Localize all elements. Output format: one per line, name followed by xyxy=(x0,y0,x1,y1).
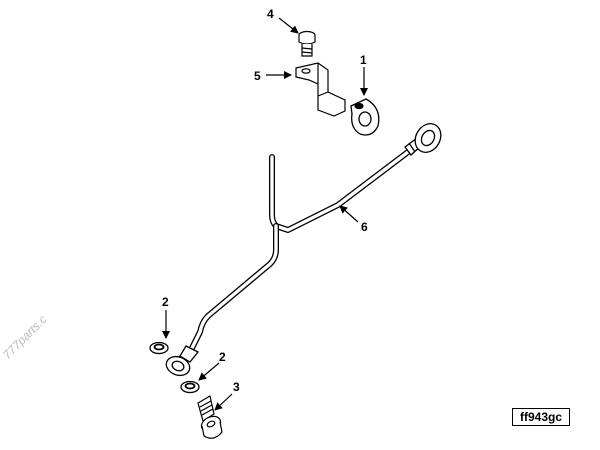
callout-2b-arrow xyxy=(198,362,220,381)
sealing-washer-upper xyxy=(149,341,169,355)
bracket-part xyxy=(295,62,346,117)
callout-2a-label: 2 xyxy=(162,295,169,309)
tube-upper-fitting xyxy=(404,123,442,156)
figure-id-label: ff943gc xyxy=(512,408,570,426)
callout-6-label: 6 xyxy=(361,220,368,234)
tube-banjo-fitting xyxy=(165,345,200,377)
callout-4-arrow xyxy=(278,17,299,34)
callout-3-label: 3 xyxy=(233,380,240,394)
oil-supply-tube xyxy=(187,149,411,355)
capscrew-part xyxy=(298,30,316,57)
callout-1-label: 1 xyxy=(360,53,367,67)
callout-4-label: 4 xyxy=(267,7,274,21)
callout-3-arrow xyxy=(214,393,233,411)
callout-6-arrow xyxy=(339,205,359,223)
callout-2b-label: 2 xyxy=(219,350,226,364)
clamp-part xyxy=(350,98,380,136)
callout-5-label: 5 xyxy=(254,69,261,83)
callout-arrows xyxy=(162,17,368,411)
sealing-washer-lower xyxy=(180,380,200,394)
banjo-bolt-part xyxy=(197,395,223,439)
